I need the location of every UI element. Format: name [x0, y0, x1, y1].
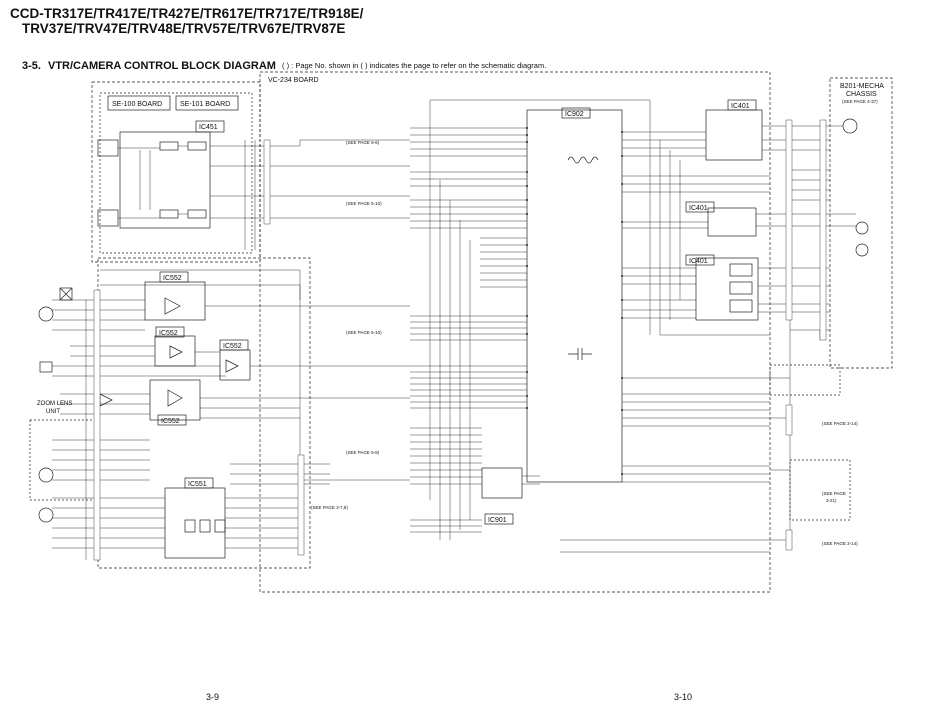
ic401a-body	[705, 109, 763, 161]
ic551-label-box	[184, 477, 214, 489]
section-title: VTR/CAMERA CONTROL BLOCK DIAGRAM	[48, 60, 276, 72]
ic552b-label: IC552	[159, 330, 178, 337]
ic552b-body	[154, 335, 196, 367]
page-ref-7a: (SEE PAGE	[822, 491, 846, 496]
ic552d-label-box	[157, 414, 187, 426]
se100-box	[107, 95, 171, 111]
iris-motor-symbol	[38, 467, 54, 483]
vc234-board-label: VC-234 BOARD	[268, 77, 319, 84]
side-module-outline	[769, 364, 841, 396]
page-ref-7b: 3-21)	[826, 498, 837, 503]
ic451-label: IC451	[199, 124, 218, 131]
zoom-lens-label-1: ZOOM LENS	[37, 401, 72, 407]
zoom-lens-label-2: UNIT	[46, 409, 60, 415]
ic552a-label: IC552	[163, 275, 182, 282]
page-ref-6: (SEE PAGE 3-14)	[822, 421, 858, 426]
ic401b-body	[707, 207, 757, 237]
ic901-label-box	[484, 513, 514, 525]
ic451-body	[119, 131, 211, 229]
title-line-1: CCD-TR317E/TR417E/TR427E/TR617E/TR717E/T…	[10, 6, 364, 21]
ic902-label: IC902	[565, 111, 584, 118]
ic401a-label: IC401	[731, 103, 750, 110]
se-board-inner-outline	[99, 92, 253, 254]
ic902-body	[526, 109, 623, 483]
se100-board-label: SE-100 BOARD	[112, 101, 162, 108]
lcd-module-outline	[789, 459, 851, 521]
capstan-sensor-symbol	[855, 243, 869, 257]
se101-box	[175, 95, 239, 111]
page-reference-note: ( ) : Page No. shown in ( ) indicates th…	[282, 61, 547, 70]
ic901-label: IC901	[488, 517, 507, 524]
page-ref-8: (SEE PAGE 3-14)	[822, 541, 858, 546]
ic902-label-box	[561, 107, 591, 119]
ic552d-body	[149, 379, 201, 421]
ic552c-label-box	[219, 339, 249, 351]
ic552a-body	[144, 281, 206, 321]
drum-sensor-symbol	[855, 221, 869, 235]
ic552d-label: IC552	[161, 418, 180, 425]
ic401a-label-box	[727, 99, 757, 111]
ic552a-label-box	[159, 271, 189, 283]
ic552b-label-box	[155, 326, 185, 338]
mecha-chassis-outline	[829, 77, 893, 369]
ic401c-label: IC401	[689, 258, 708, 265]
page-number-left: 3-9	[206, 692, 219, 702]
page-ref-2: (SEE PAGE 5-10)	[346, 201, 382, 206]
se101-board-label: SE-101 BOARD	[180, 101, 230, 108]
page-ref-1: (SEE PAGE 5-6)	[346, 140, 380, 145]
ic552c-body	[219, 349, 251, 381]
focus-motor-symbol	[38, 306, 54, 322]
lens-block-outline	[97, 257, 311, 569]
vc234-board-outline	[259, 71, 771, 593]
ic552c-label: IC552	[223, 343, 242, 350]
section-number: 3-5.	[22, 60, 41, 72]
page-ref-5: (SEE PAGE 3-7,8)	[311, 505, 348, 510]
page-ref-3: (SEE PAGE 5-10)	[346, 330, 382, 335]
title-line-2: TRV37E/TRV47E/TRV48E/TRV57E/TRV67E/TRV87…	[22, 21, 346, 36]
mecha-board-label-2: CHASSIS	[846, 91, 877, 98]
ic401b-label: IC401	[689, 205, 708, 212]
ic551-label: IC551	[188, 481, 207, 488]
hall-sensor-box	[39, 361, 53, 373]
loading-motor-symbol	[842, 118, 858, 134]
ic401b-label-box	[685, 201, 715, 213]
ic401c-body	[695, 257, 759, 321]
ic901-body	[481, 467, 523, 499]
mecha-board-label-1: B201-MECHA	[840, 83, 884, 90]
page-ref-4: (SEE PAGE 5-9)	[346, 450, 380, 455]
mecha-board-ref: (SEE PAGE 4-37)	[842, 99, 878, 104]
ic451-label-box	[195, 120, 225, 133]
page-number-right: 3-10	[674, 692, 692, 702]
zoom-motor-symbol	[38, 507, 54, 523]
ic401c-label-box	[685, 254, 715, 266]
